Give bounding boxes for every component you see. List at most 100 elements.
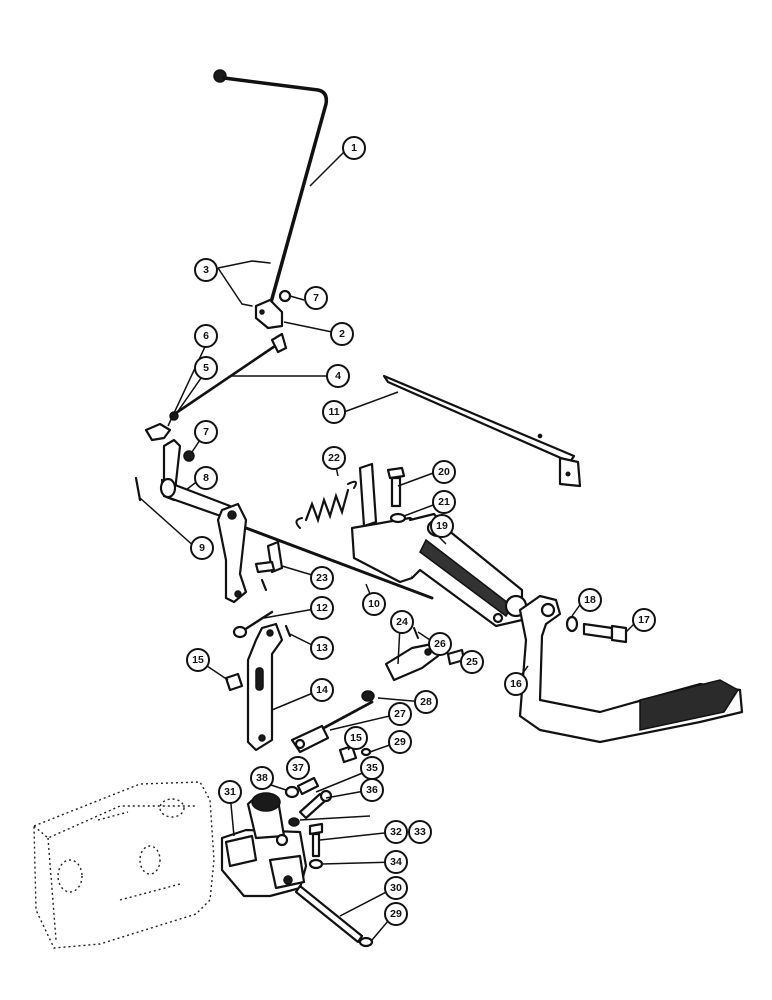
callout-3: 3 [194,258,218,282]
bolt-part [308,822,324,858]
flat-bar-part [382,374,582,488]
callout-23: 23 [310,566,334,590]
pedal-bolt-part [582,622,628,644]
callout-26: 26 [428,632,452,656]
callout-1: 1 [342,136,366,160]
svg-text:28: 28 [420,696,432,708]
callout-31: 31 [218,780,242,804]
control-block-part [220,792,308,898]
bolt-part [386,466,406,508]
callout-29-upper: 29 [388,730,412,754]
cross-shaft-part [159,438,248,604]
svg-text:18: 18 [584,594,596,606]
callout-16: 16 [504,672,528,696]
svg-text:12: 12 [316,602,328,614]
svg-text:21: 21 [438,496,450,508]
svg-text:1: 1 [351,142,357,154]
callout-35: 35 [360,756,384,780]
svg-text:19: 19 [436,520,448,532]
svg-text:9: 9 [199,542,205,554]
callout-7-upper: 7 [304,286,328,310]
callout-4: 4 [326,364,350,388]
callout-17: 17 [632,608,656,632]
svg-text:10: 10 [368,598,380,610]
svg-text:29: 29 [394,736,406,748]
callout-12: 12 [310,596,334,620]
link-rod-part [174,332,288,415]
svg-text:7: 7 [203,426,209,438]
callout-33: 33 [408,820,432,844]
washer-part [565,615,579,633]
svg-text:22: 22 [328,452,340,464]
callout-38: 38 [250,766,274,790]
nut-part [278,289,292,303]
clevis-part [144,411,179,442]
svg-text:7: 7 [313,292,319,304]
callout-6: 6 [194,324,218,348]
callout-18: 18 [578,588,602,612]
svg-text:15: 15 [192,654,204,666]
callout-13: 13 [310,636,334,660]
svg-text:15: 15 [350,732,362,744]
callout-7-lower: 7 [194,420,218,444]
retaining-ring-part [360,747,372,757]
svg-text:26: 26 [434,638,446,650]
svg-text:13: 13 [316,642,328,654]
pin-part [224,672,244,692]
nut-part [183,450,195,462]
pin-part [413,627,419,639]
long-rod-part [244,526,434,600]
lever-plate-part [246,622,284,752]
spring-part [295,480,357,529]
callout-29-lower: 29 [384,902,408,926]
callout-21: 21 [432,490,456,514]
threaded-rod-part [290,690,375,754]
pin-part [251,260,271,264]
svg-text:25: 25 [466,656,478,668]
svg-text:38: 38 [256,772,268,784]
svg-text:6: 6 [203,330,209,342]
callout-30: 30 [384,876,408,900]
washer-part [308,858,324,870]
clevis-part [384,642,440,682]
pivot-pin-part [294,884,364,944]
callout-32: 32 [384,820,408,844]
callout-34: 34 [384,850,408,874]
svg-text:32: 32 [390,826,402,838]
callout-24: 24 [390,610,414,634]
callout-2: 2 [330,322,354,346]
svg-text:24: 24 [396,616,408,628]
washer-part [389,512,407,524]
callout-14: 14 [310,678,334,702]
leader-lines [139,151,639,941]
retaining-ring-part [358,936,374,948]
svg-text:17: 17 [638,614,650,626]
pin-part [134,476,142,502]
callout-10: 10 [362,592,386,616]
svg-text:31: 31 [224,786,236,798]
svg-text:35: 35 [366,762,378,774]
callout-22: 22 [322,446,346,470]
small-bracket-part [254,540,284,574]
valve-body-outline [33,781,215,949]
adjusting-screw-part [298,789,333,820]
callout-25: 25 [460,650,484,674]
callout-37: 37 [286,756,310,780]
svg-text:29: 29 [390,908,402,920]
svg-text:11: 11 [328,406,339,418]
svg-text:30: 30 [390,882,402,894]
callout-8: 8 [194,466,218,490]
pin-part [241,303,253,307]
svg-text:27: 27 [394,708,406,720]
nut-part [288,817,300,827]
callout-15-left: 15 [186,648,210,672]
cotter-pin-part [284,624,292,638]
foot-pedal-part [518,594,744,744]
svg-text:36: 36 [366,784,378,796]
control-lever-part [213,69,329,308]
clevis-pin-part [232,610,274,639]
pin-part [338,744,358,764]
callout-20: 20 [432,460,456,484]
svg-text:5: 5 [203,362,209,374]
svg-text:16: 16 [510,678,522,690]
